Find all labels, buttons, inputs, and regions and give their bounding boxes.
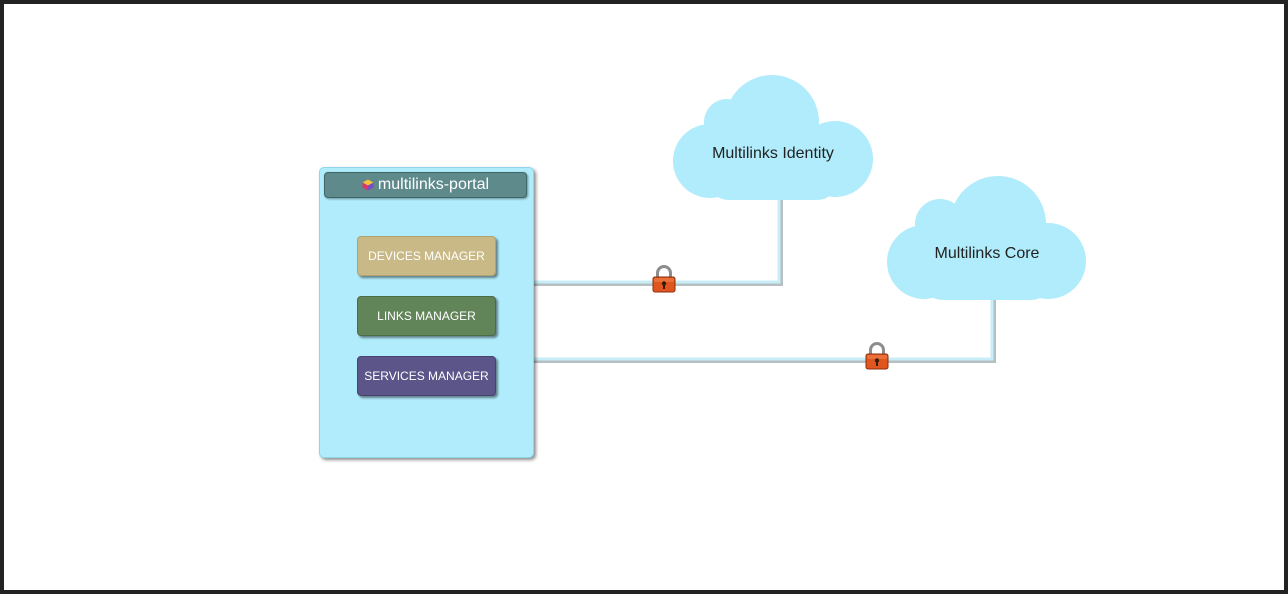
cube-logo-icon (362, 179, 374, 191)
padlock-icon (865, 342, 889, 370)
portal-panel: multilinks-portal DEVICES MANAGER LINKS … (319, 167, 534, 458)
cloud-shape (887, 176, 1086, 300)
cloud-multilinks-identity: Multilinks Identity (672, 74, 874, 202)
cloud-multilinks-core: Multilinks Core (886, 175, 1088, 302)
portal-header: multilinks-portal (324, 172, 527, 198)
portal-title: multilinks-portal (377, 176, 490, 193)
connector-portal-identity (533, 196, 783, 286)
cloud-label-core: Multilinks Core (934, 245, 1040, 262)
devices-manager-button[interactable]: DEVICES MANAGER (357, 236, 496, 276)
connector-portal-core (533, 298, 996, 363)
cloud-shape (673, 75, 873, 200)
cloud-label-identity: Multilinks Identity (712, 145, 834, 162)
services-manager-button[interactable]: SERVICES MANAGER (357, 356, 496, 396)
links-manager-button[interactable]: LINKS MANAGER (357, 296, 496, 336)
padlock-icon (652, 265, 676, 293)
